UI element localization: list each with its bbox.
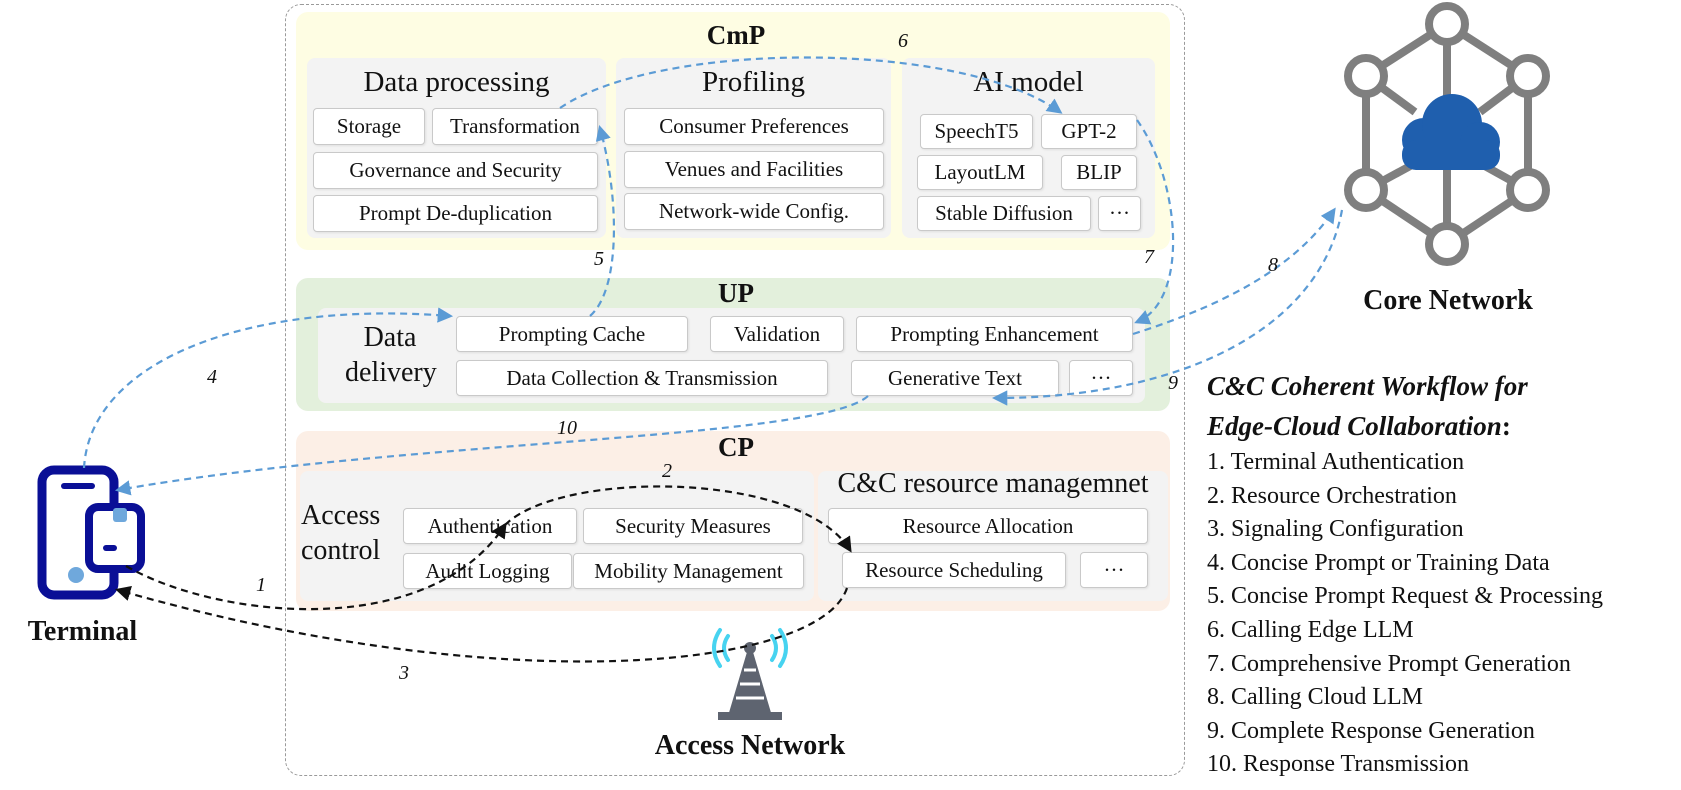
blip-box: BLIP [1061,155,1137,190]
security-measures-box: Security Measures [583,508,803,544]
prompting-cache-box: Prompting Cache [456,316,688,352]
mobility-management-box: Mobility Management [573,553,804,589]
data-delivery-label-line1: Data [363,322,417,353]
arrow-number-1: 1 [256,574,266,596]
resource-scheduling-box: Resource Scheduling [842,552,1066,588]
arrow-number-6: 6 [898,30,908,52]
resource-management-title: C&C resource managemnet [837,468,1149,499]
access-control-label-line2: control [301,535,381,566]
data-delivery-label: Data delivery [345,320,437,390]
validation-box: Validation [710,316,844,352]
workflow-title-line2-text: Edge-Cloud Collaboration [1207,411,1502,441]
venues-facilities-box: Venues and Facilities [624,151,884,188]
workflow-step-7: 7. Comprehensive Prompt Generation [1207,650,1571,677]
resource-more-box: ··· [1080,552,1148,588]
arrow-number-2: 2 [662,460,672,482]
workflow-title-line2: Edge-Cloud Collaboration: [1207,406,1677,446]
data-collection-box: Data Collection & Transmission [456,360,828,396]
workflow-step-8: 8. Calling Cloud LLM [1207,684,1423,711]
workflow-title-colon: : [1501,411,1511,441]
arrow-number-4: 4 [207,366,217,388]
arrow-number-7: 7 [1144,246,1154,268]
workflow-step-3: 3. Signaling Configuration [1207,516,1464,543]
terminal-icon [37,465,145,600]
access-control-label-line1: Access [301,500,381,531]
tower-icon [712,628,788,720]
arrow-number-3: 3 [399,662,409,684]
prompt-deduplication-box: Prompt De-duplication [313,195,598,232]
ai-model-more-box: ··· [1098,196,1141,231]
data-processing-title: Data processing [363,66,550,98]
core-network-icon [1344,2,1550,266]
governance-security-box: Governance and Security [313,152,598,189]
cloud-icon [1402,94,1500,170]
authentication-box: Authentication [403,508,577,544]
gpt2-box: GPT-2 [1041,114,1137,149]
cmp-title: CmP [706,20,766,50]
arrow-number-9: 9 [1168,372,1178,394]
access-network-label: Access Network [654,730,846,761]
network-config-box: Network-wide Config. [624,193,884,230]
consumer-preferences-box: Consumer Preferences [624,108,884,145]
up-more-box: ··· [1069,360,1133,396]
up-title: UP [718,278,754,308]
cp-title: CP [718,432,754,462]
transformation-box: Transformation [432,108,598,145]
workflow-step-5: 5. Concise Prompt Request & Processing [1207,583,1603,610]
ai-model-title: AI model [973,66,1084,98]
arrow-number-5: 5 [594,248,604,270]
arrow-number-10: 10 [557,417,577,439]
access-control-label: Access control [301,498,397,568]
workflow-legend: C&C Coherent Workflow for Edge-Cloud Col… [1207,366,1677,782]
prompting-enhancement-box: Prompting Enhancement [856,316,1133,352]
stable-diffusion-box: Stable Diffusion [917,196,1091,231]
workflow-step-6: 6. Calling Edge LLM [1207,616,1414,643]
workflow-step-1: 1. Terminal Authentication [1207,449,1465,475]
arrow-number-8: 8 [1268,254,1278,276]
workflow-title-line1: C&C Coherent Workflow for [1207,371,1528,401]
workflow-step-10: 10. Response Transmission [1207,751,1470,778]
resource-allocation-box: Resource Allocation [828,508,1148,544]
workflow-step-4: 4. Concise Prompt or Training Data [1207,549,1550,576]
terminal-label: Terminal [27,616,138,647]
generative-text-box: Generative Text [851,360,1059,396]
speecht5-box: SpeechT5 [920,114,1033,149]
data-delivery-label-line2: delivery [345,357,437,388]
audit-logging-box: Audit Logging [403,553,572,589]
workflow-step-9: 9. Complete Response Generation [1207,717,1535,744]
storage-box: Storage [313,108,425,145]
profiling-title: Profiling [701,66,806,98]
workflow-step-2: 2. Resource Orchestration [1207,482,1457,509]
layoutlm-box: LayoutLM [917,155,1043,190]
core-network-label: Core Network [1363,285,1533,316]
